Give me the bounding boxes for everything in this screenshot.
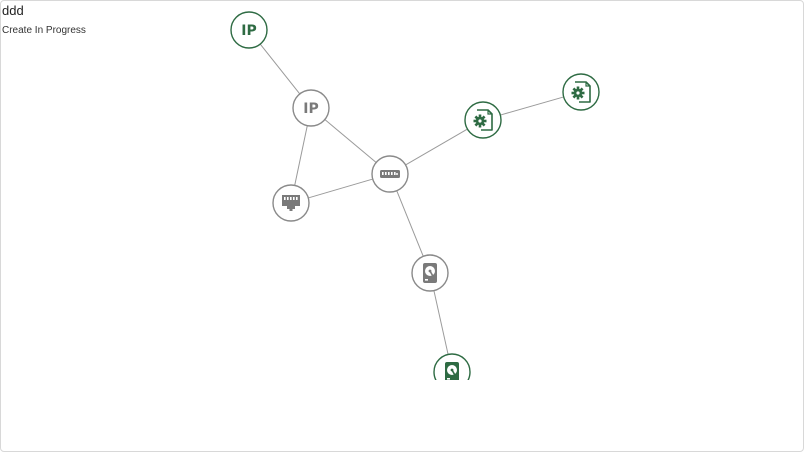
status-text: Create In Progress (2, 25, 86, 36)
node-ip-public[interactable]: IP (230, 11, 268, 49)
nodes-layer: IP IP (230, 11, 600, 390)
ip-icon: IP (241, 23, 256, 39)
edge-router-config-node (405, 128, 468, 166)
config-file-icon (571, 81, 591, 103)
node-ring (230, 11, 268, 49)
ip-label: IP (241, 23, 256, 39)
edge-disk-disk-active (433, 290, 449, 355)
node-ring (292, 89, 330, 127)
node-router[interactable] (371, 155, 409, 193)
edge-ip-private-router (324, 119, 377, 163)
hard-disk-icon (445, 362, 459, 380)
router-icon (380, 170, 400, 178)
edge-router-disk (396, 190, 424, 257)
ip-icon: IP (303, 101, 318, 117)
ethernet-port-icon (282, 195, 300, 211)
edge-ip-public-ip-private (259, 43, 301, 95)
node-network-port[interactable] (272, 184, 310, 222)
node-config-file[interactable] (562, 73, 600, 111)
edge-network-port-router (308, 178, 373, 199)
edges-layer (259, 43, 564, 355)
ip-label: IP (303, 101, 318, 117)
node-disk-active[interactable] (433, 353, 471, 390)
node-config-node[interactable] (464, 101, 502, 139)
node-ip-private[interactable]: IP (292, 89, 330, 127)
page-title: ddd (2, 3, 24, 18)
hard-disk-icon (423, 263, 437, 283)
node-disk[interactable] (411, 254, 449, 292)
edge-config-node-config-file (500, 96, 564, 116)
config-file-icon (473, 109, 493, 131)
edge-ip-private-network-port (294, 125, 308, 186)
